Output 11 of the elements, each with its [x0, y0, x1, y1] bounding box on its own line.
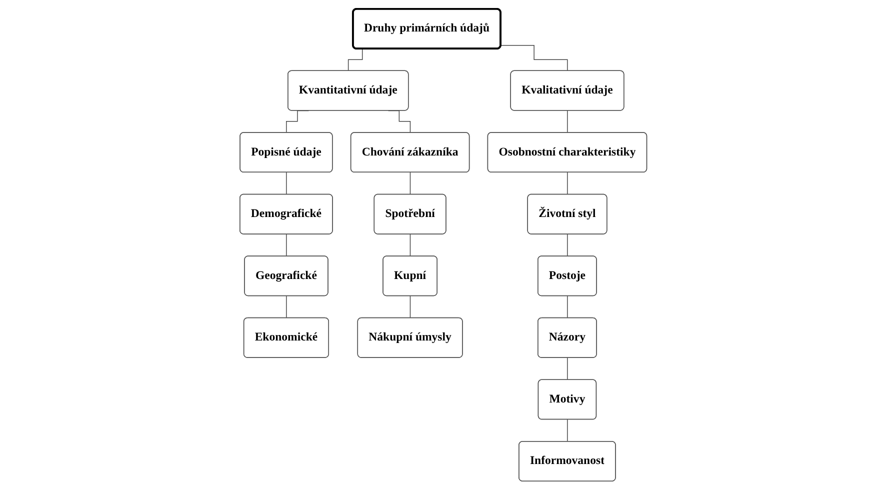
connector: [566, 110, 568, 134]
connector: [566, 172, 568, 195]
connector: [566, 296, 568, 319]
connector: [286, 296, 287, 319]
connector: [566, 419, 568, 442]
hierarchy-diagram: Druhy primárních údajů Kvantitativní údaje Kvalitativní údaje Popisné údaje Demografické Geografické Ekonomické Chování zákazníka Spotřební Kupní Nákupní úmysly Osobnostní charakteristiky Životní styl Postoje Názory Motivy Informovanost: [234, 3, 652, 487]
connector: [566, 234, 568, 257]
connector: [286, 234, 287, 257]
connector: [286, 172, 287, 195]
connector: [500, 44, 568, 72]
connector: [566, 358, 568, 380]
